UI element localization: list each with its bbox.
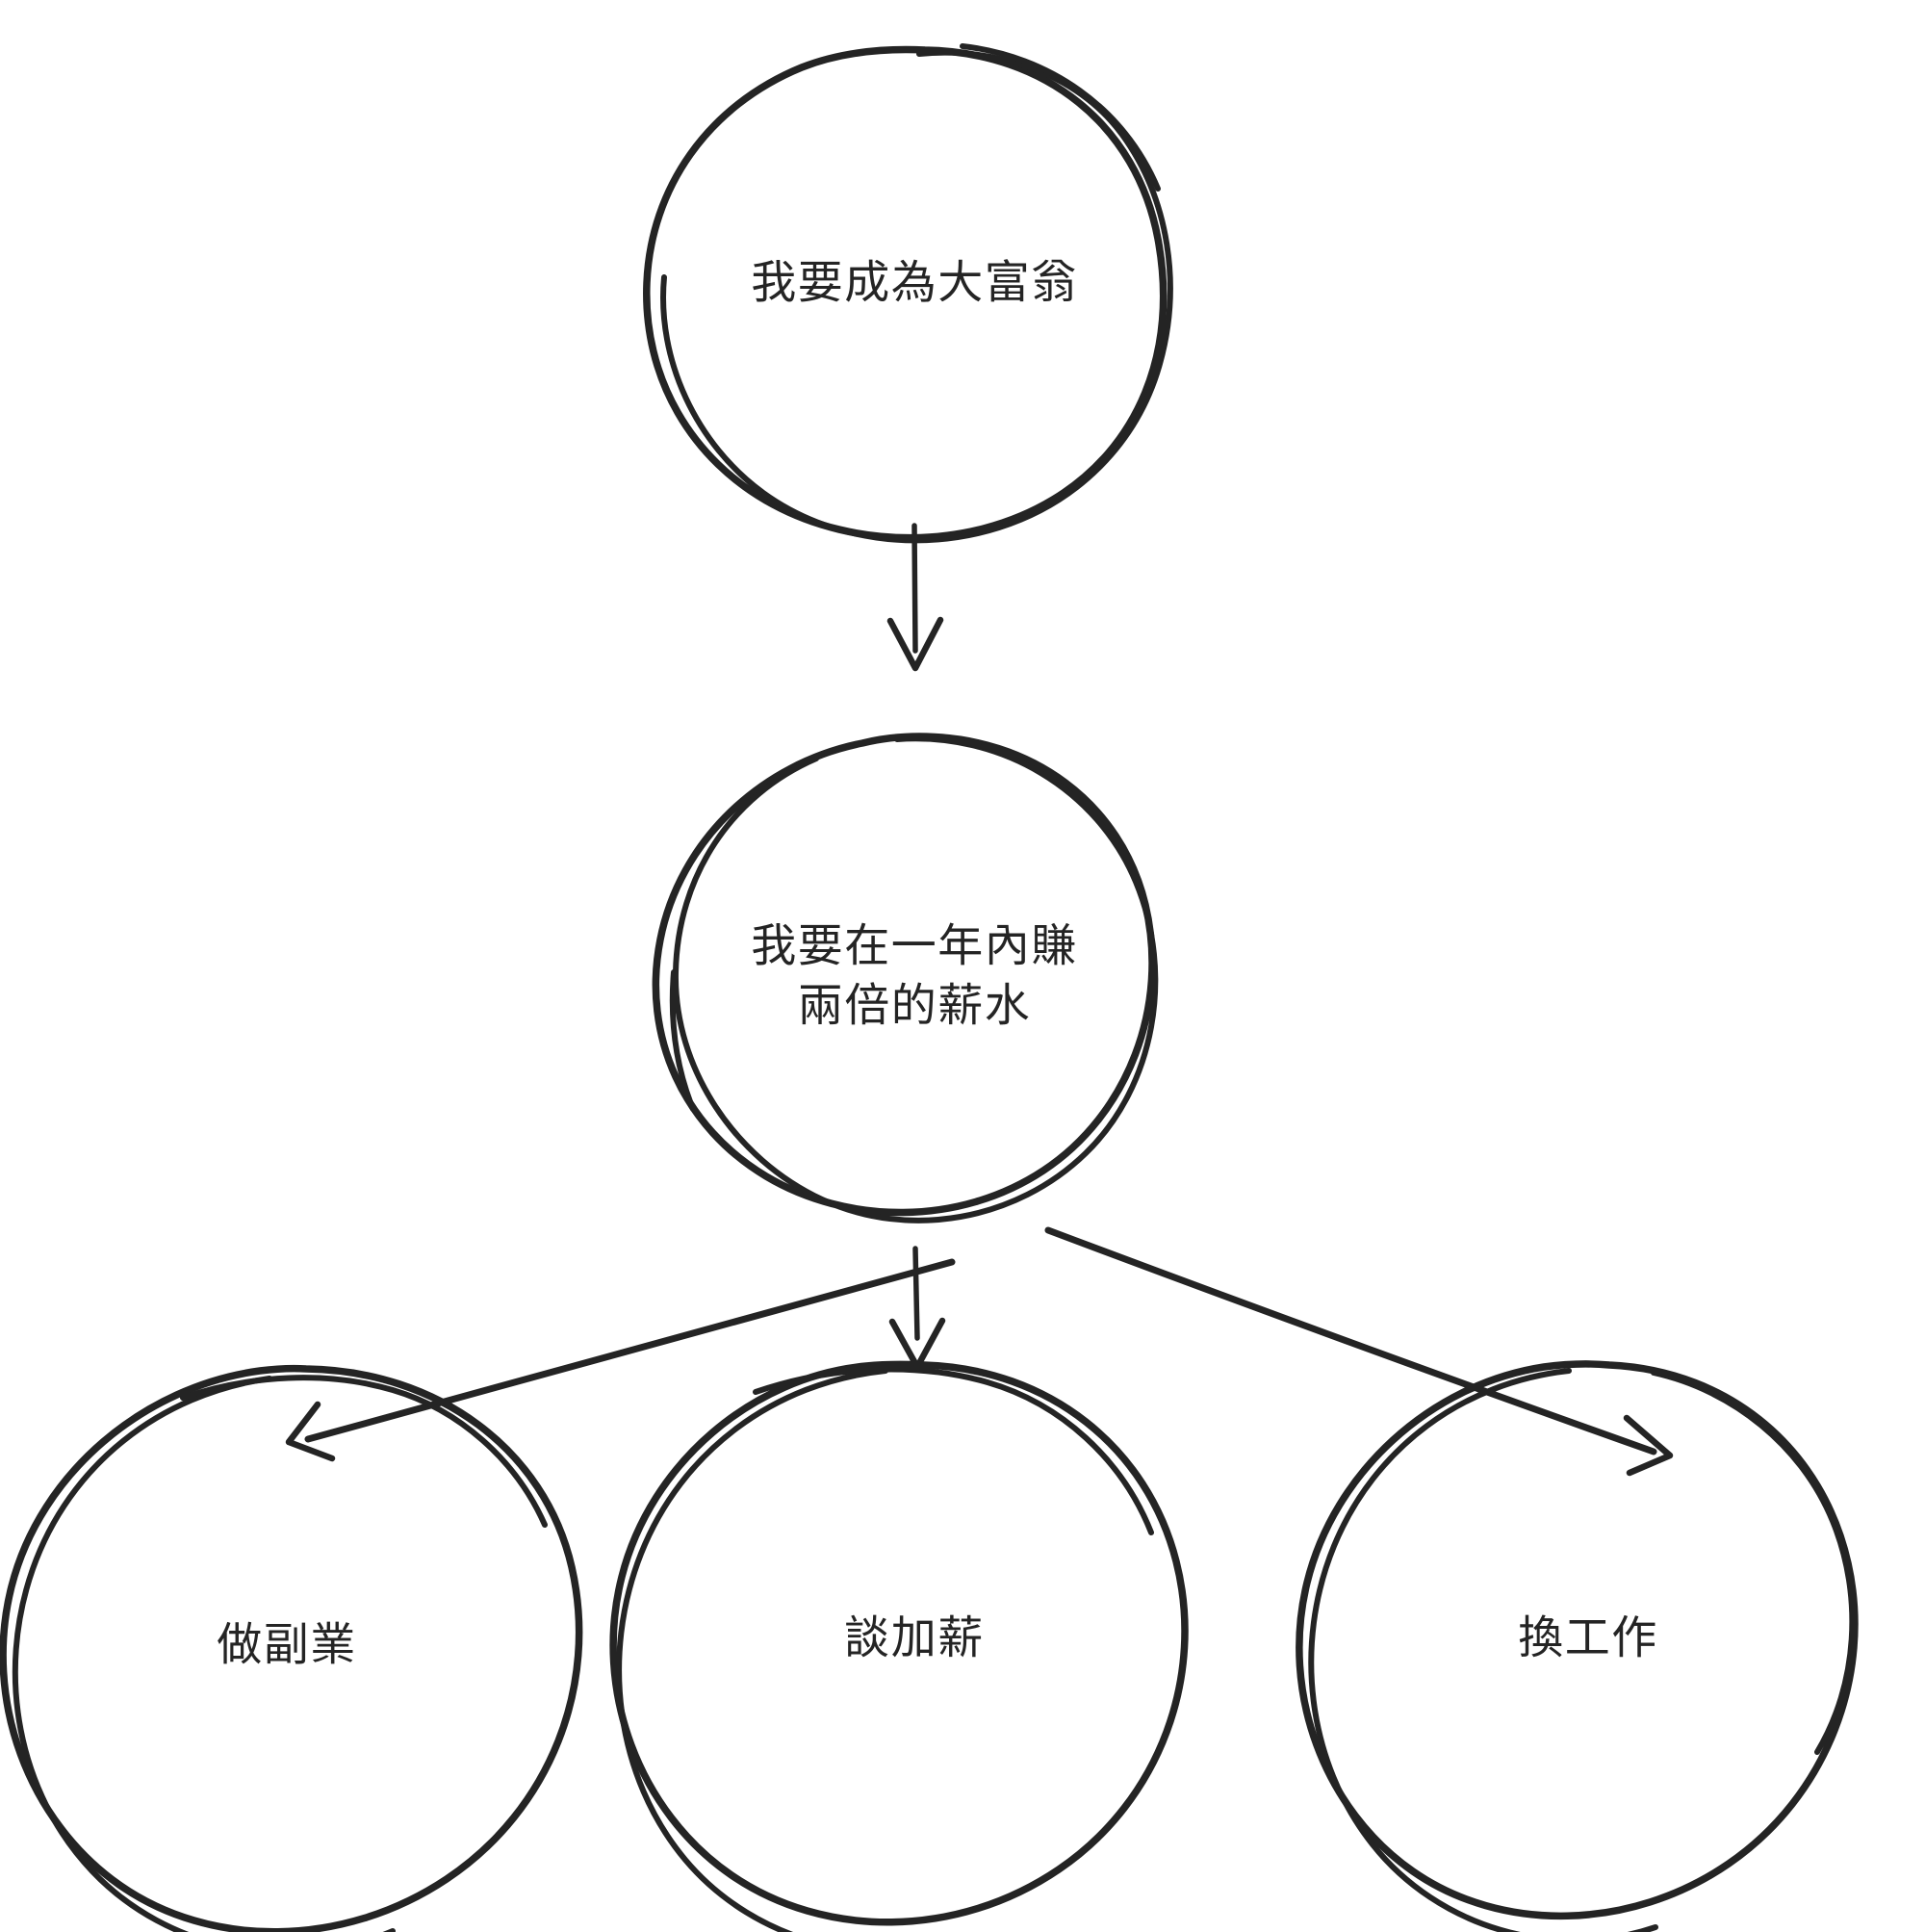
edge-measurable-to-change-job-arrowhead xyxy=(1623,1414,1674,1477)
node-goal-measurable-label-line1: 我要在一年內賺 xyxy=(751,920,1078,973)
edge-root-to-measurable-line xyxy=(911,523,918,654)
node-action-side-business-circle-primary xyxy=(0,1364,583,1932)
node-goal-root[interactable]: 我要成為大富翁 xyxy=(643,43,1173,544)
node-goal-root-label: 我要成為大富翁 xyxy=(751,257,1078,310)
node-action-side-business[interactable]: 做副業 xyxy=(0,1364,583,1932)
node-action-negotiate-raise-label: 談加薪 xyxy=(844,1612,985,1665)
edge-root-to-measurable xyxy=(886,523,944,672)
node-action-negotiate-raise[interactable]: 談加薪 xyxy=(609,1360,1189,1932)
node-action-change-job-circle-overdraw xyxy=(1308,1368,1658,1932)
node-action-negotiate-raise-circle-primary xyxy=(609,1360,1189,1926)
node-action-side-business-label: 做副業 xyxy=(217,1619,357,1672)
node-goal-root-circle-overdraw-top xyxy=(960,43,1161,192)
node-action-negotiate-raise-circle-overdraw xyxy=(616,1368,888,1932)
edge-measurable-to-change-job xyxy=(1044,1226,1674,1477)
node-goal-measurable-circle-primary xyxy=(652,733,1156,1217)
edge-measurable-to-side-business xyxy=(285,1258,956,1462)
node-action-negotiate-raise-circle-overdraw-top xyxy=(753,1366,1154,1535)
edge-measurable-to-side-business-arrowhead xyxy=(285,1401,336,1462)
edge-measurable-to-negotiate-raise-line xyxy=(912,1246,920,1341)
node-action-side-business-circle-overdraw xyxy=(12,1376,396,1932)
node-action-change-job-circle-overdraw-right xyxy=(1651,1370,1856,1755)
node-goal-measurable-label-line2: 兩倍的薪水 xyxy=(798,980,1032,1033)
edge-measurable-to-change-job-line xyxy=(1044,1226,1657,1455)
edge-root-to-measurable-arrowhead xyxy=(886,616,944,672)
node-goal-measurable-circle-overdraw xyxy=(672,735,1159,1224)
node-action-side-business-circle-overdraw-top xyxy=(180,1375,548,1528)
node-goal-measurable-circle-overdraw-left xyxy=(669,969,696,1112)
node-goal-measurable[interactable]: 我要在一年內賺 兩倍的薪水 xyxy=(652,733,1159,1224)
edge-measurable-to-side-business-line xyxy=(304,1258,956,1443)
node-action-change-job-label: 換工作 xyxy=(1518,1612,1658,1665)
node-action-change-job[interactable]: 換工作 xyxy=(1296,1360,1859,1932)
